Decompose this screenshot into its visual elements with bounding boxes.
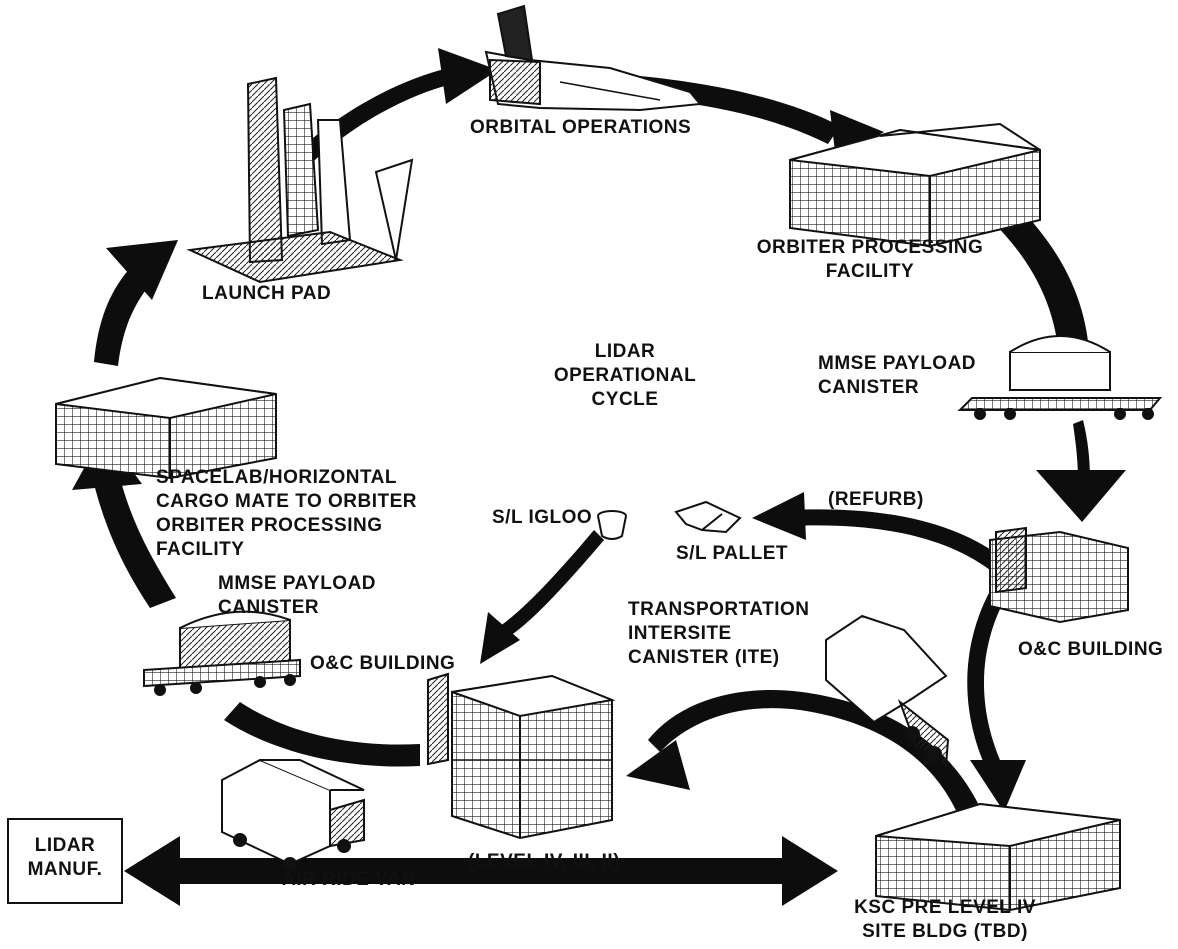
label-mmse-payload-canister-right: MMSE PAYLOAD CANISTER [818,352,976,400]
oc-building-icon [989,526,1129,624]
label-line: KSC PRE LEVEL IV [854,897,1036,918]
label-sl-igloo: S/L IGLOO [492,507,593,528]
label-line: FACILITY [825,261,915,282]
lidar-manufacturer-box: LIDAR MANUF. [7,818,123,904]
space-shuttle-icon [484,4,702,112]
label-line: MANUF. [27,859,103,880]
label-lidar-manuf: LIDAR MANUF. [9,834,121,882]
label-line: SITE BLDG (TBD) [862,921,1028,942]
sl-pallet-icon [674,500,742,534]
arrow-oc-to-ksc [967,584,1026,812]
label-line: MMSE PAYLOAD [218,573,377,594]
label-line: INTERSITE [628,623,732,644]
ite-truck-icon [825,614,950,768]
label-line: MMSE PAYLOAD [818,353,977,374]
payload-canister-icon [143,610,301,696]
label-line: CYCLE [591,389,659,410]
label-spacelab-horizontal-cargo: SPACELAB/HORIZONTAL CARGO MATE TO ORBITE… [156,466,417,562]
launch-pad-icon [186,76,414,284]
label-line: CANISTER [818,377,920,398]
arrow-manuf-ksc [124,836,838,906]
label-center-title: LIDAR OPERATIONAL CYCLE [550,340,700,412]
arrow-ksc-to-oc-center [626,690,988,830]
oc-building-complex-icon [427,672,616,840]
orbiter-processing-facility-icon [789,122,1041,248]
label-line: ORBITER PROCESSING [156,515,383,536]
label-line: CANISTER [218,597,320,618]
air-ride-van-icon [221,758,365,871]
label-line: ORBITER PROCESSING [756,237,984,258]
label-air-ride-van: AIR RIDE VAN [282,869,416,890]
label-orbiter-processing-facility: ORBITER PROCESSING FACILITY [750,236,990,284]
label-line: TRANSPORTATION [628,599,810,620]
label-line: SPACELAB/HORIZONTAL [156,467,398,488]
ksc-site-building-icon [875,802,1121,912]
label-transportation-intersite-canister: TRANSPORTATION INTERSITE CANISTER (ITE) [628,598,810,670]
payload-canister-icon [957,335,1163,420]
arrow-opf-to-oc [964,180,1126,522]
label-refurb: (REFURB) [828,489,924,510]
label-line: FACILITY [156,539,245,560]
label-line: CANISTER (ITE) [628,647,780,668]
label-line: CARGO MATE TO ORBITER [156,491,418,512]
label-level: (LEVEL IV, III, II) [468,851,621,872]
label-line: LIDAR [594,341,656,362]
label-sl-pallet: S/L PALLET [676,543,788,564]
label-mmse-payload-canister-left: MMSE PAYLOAD CANISTER [218,572,376,620]
label-ksc-pre-level: KSC PRE LEVEL IV SITE BLDG (TBD) [830,896,1060,944]
sl-igloo-icon [597,510,627,540]
arrow-spacelab-to-launch [94,240,178,366]
label-orbital-operations: ORBITAL OPERATIONS [470,117,692,138]
label-line: OPERATIONAL [553,365,697,386]
label-launch-pad: LAUNCH PAD [202,283,332,304]
label-line: LIDAR [34,835,96,856]
arrow-igloo-to-oc [480,530,604,664]
arrow-refurb [752,492,1000,570]
label-oc-building-right: O&C BUILDING [1018,639,1164,660]
label-oc-building-center: O&C BUILDING [310,653,456,674]
spacelab-facility-icon [55,376,277,480]
